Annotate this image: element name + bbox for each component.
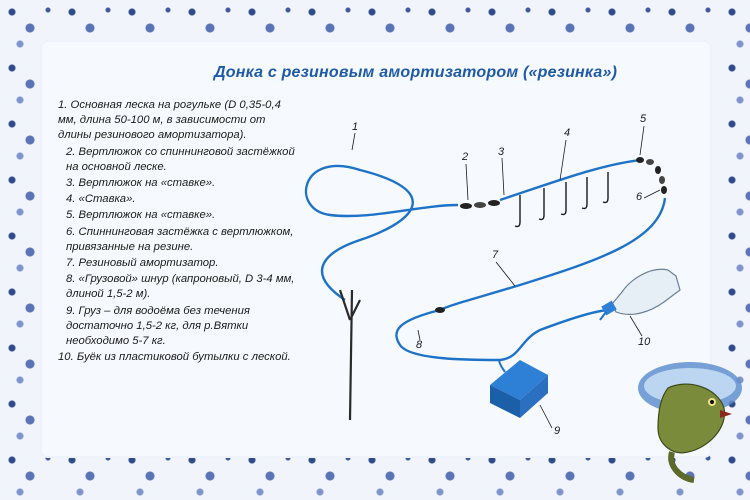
weight-block [490,360,548,418]
rubber-shock-absorber [439,197,667,312]
callout-8: 8 [416,339,423,351]
swivel-with-snap [460,200,500,209]
callout-4: 4 [564,127,570,139]
legend-item: 4. «Ставка». [66,193,136,206]
cord-swivel [435,307,445,313]
callout-5: 5 [640,113,647,125]
legend-item: 8. «Грузовой» шнур (капроновый, D 3-4 мм… [66,273,295,301]
callout-9: 9 [554,425,560,437]
callout-7: 7 [492,249,499,261]
callout-leaders [351,125,661,429]
forked-stick [338,289,361,421]
legend-item: 5. Вертлюжок на «ставке». [66,209,216,222]
fish-illustration [638,362,742,483]
diagram-title: Донка с резиновым амортизатором («резинк… [214,64,618,81]
callout-1: 1 [352,121,358,133]
main-line [304,164,459,301]
weight-tie [498,359,506,373]
legend-item: 3. Вертлюжок на «ставке». [66,177,216,190]
hooks [514,172,609,228]
legend-item: 6. Спиннинговая застёжка с вертлюжком, п… [66,225,294,253]
bottle-buoy [601,268,681,316]
stavka-line [499,158,641,202]
stavka-swivel-chain [636,157,667,194]
legend-item: 10. Буёк из пластиковой бутылки с леской… [58,351,291,364]
legend-item: 1. Основная леска на рогульке (D 0,35-0,… [58,99,281,142]
diagram-panel [42,42,710,456]
weight-cord [395,308,611,362]
legend-item: 7. Резиновый амортизатор. [66,257,219,270]
callout-6: 6 [636,191,643,203]
legend-list: 1. Основная леска на рогульке (D 0,35-0,… [58,98,298,366]
callout-10: 10 [638,336,651,348]
legend-item: 9. Груз – для водоёма без течения достат… [66,304,250,348]
legend-item: 2. Вертлюжок со спиннинговой застёжкой н… [66,145,295,173]
callout-3: 3 [498,146,505,158]
callout-2: 2 [461,151,468,163]
buoy-line [599,311,607,321]
